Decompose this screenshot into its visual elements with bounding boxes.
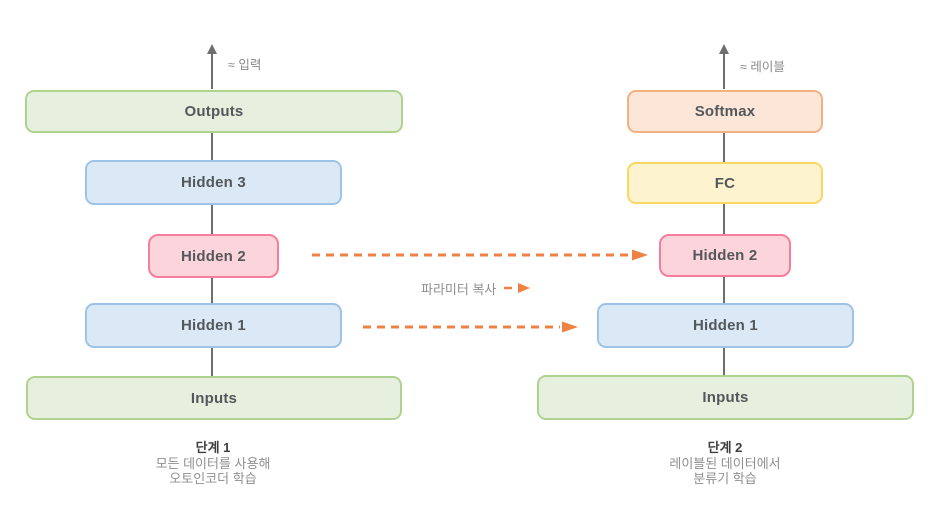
label-hint-label: ≈ 레이블 — [740, 60, 785, 74]
parameter-copy-label: 파라미터 복사 — [421, 281, 531, 297]
box-label: FC — [714, 174, 736, 192]
box-label: Inputs — [702, 389, 749, 406]
connector-line — [723, 204, 725, 234]
connector-line — [723, 133, 725, 162]
stage2-line2: 분류기 학습 — [693, 471, 757, 486]
stage2-line1: 레이블된 데이터에서 — [669, 455, 781, 471]
box-label: Hidden 3 — [181, 174, 246, 191]
box-label: Inputs — [190, 389, 238, 407]
right-box-fc: FC — [627, 162, 823, 204]
connector-line — [211, 278, 213, 303]
left-box-outputs: Outputs — [25, 90, 403, 133]
reconstruction-hint-label: ≈ 입력 — [228, 58, 262, 72]
connector-line — [211, 205, 213, 234]
connector-line — [211, 133, 213, 160]
box-label: Outputs — [184, 103, 244, 120]
box-label: Hidden 2 — [181, 247, 246, 265]
connector-line — [723, 348, 725, 375]
left-box-hidden1: Hidden 1 — [85, 303, 342, 348]
left-box-hidden2: Hidden 2 — [148, 234, 279, 278]
right-box-hidden2: Hidden 2 — [659, 234, 791, 277]
right-box-softmax: Softmax — [627, 90, 823, 133]
box-label: Hidden 1 — [181, 317, 246, 334]
box-label: Softmax — [694, 103, 756, 120]
right-box-hidden1: Hidden 1 — [597, 303, 854, 348]
parameter-copy-text: 파라미터 복사 — [421, 281, 497, 297]
left-box-inputs: Inputs — [26, 376, 402, 420]
left-box-hidden3: Hidden 3 — [85, 160, 342, 205]
box-label: Hidden 1 — [693, 317, 758, 334]
connector-line — [211, 348, 213, 376]
mini-dash-arrow-icon — [503, 282, 531, 294]
up-arrow-icon — [205, 44, 219, 90]
transfer-arrow-hidden2 — [312, 248, 648, 262]
stage1-line1: 모든 데이터를 사용해 — [155, 455, 271, 471]
connector-line — [723, 277, 725, 303]
stage1-line2: 오토인코더 학습 — [169, 471, 257, 486]
box-label: Hidden 2 — [692, 247, 758, 264]
stage1-title: 단계 1 — [195, 440, 231, 455]
up-arrow-icon — [717, 44, 731, 90]
transfer-arrow-hidden1 — [363, 320, 578, 334]
stage2-caption: 단계 2 레이블된 데이터에서 분류기 학습 — [575, 440, 875, 487]
stage1-caption: 단계 1 모든 데이터를 사용해 오토인코더 학습 — [63, 440, 363, 487]
stage2-title: 단계 2 — [707, 440, 743, 455]
right-box-inputs: Inputs — [537, 375, 914, 420]
